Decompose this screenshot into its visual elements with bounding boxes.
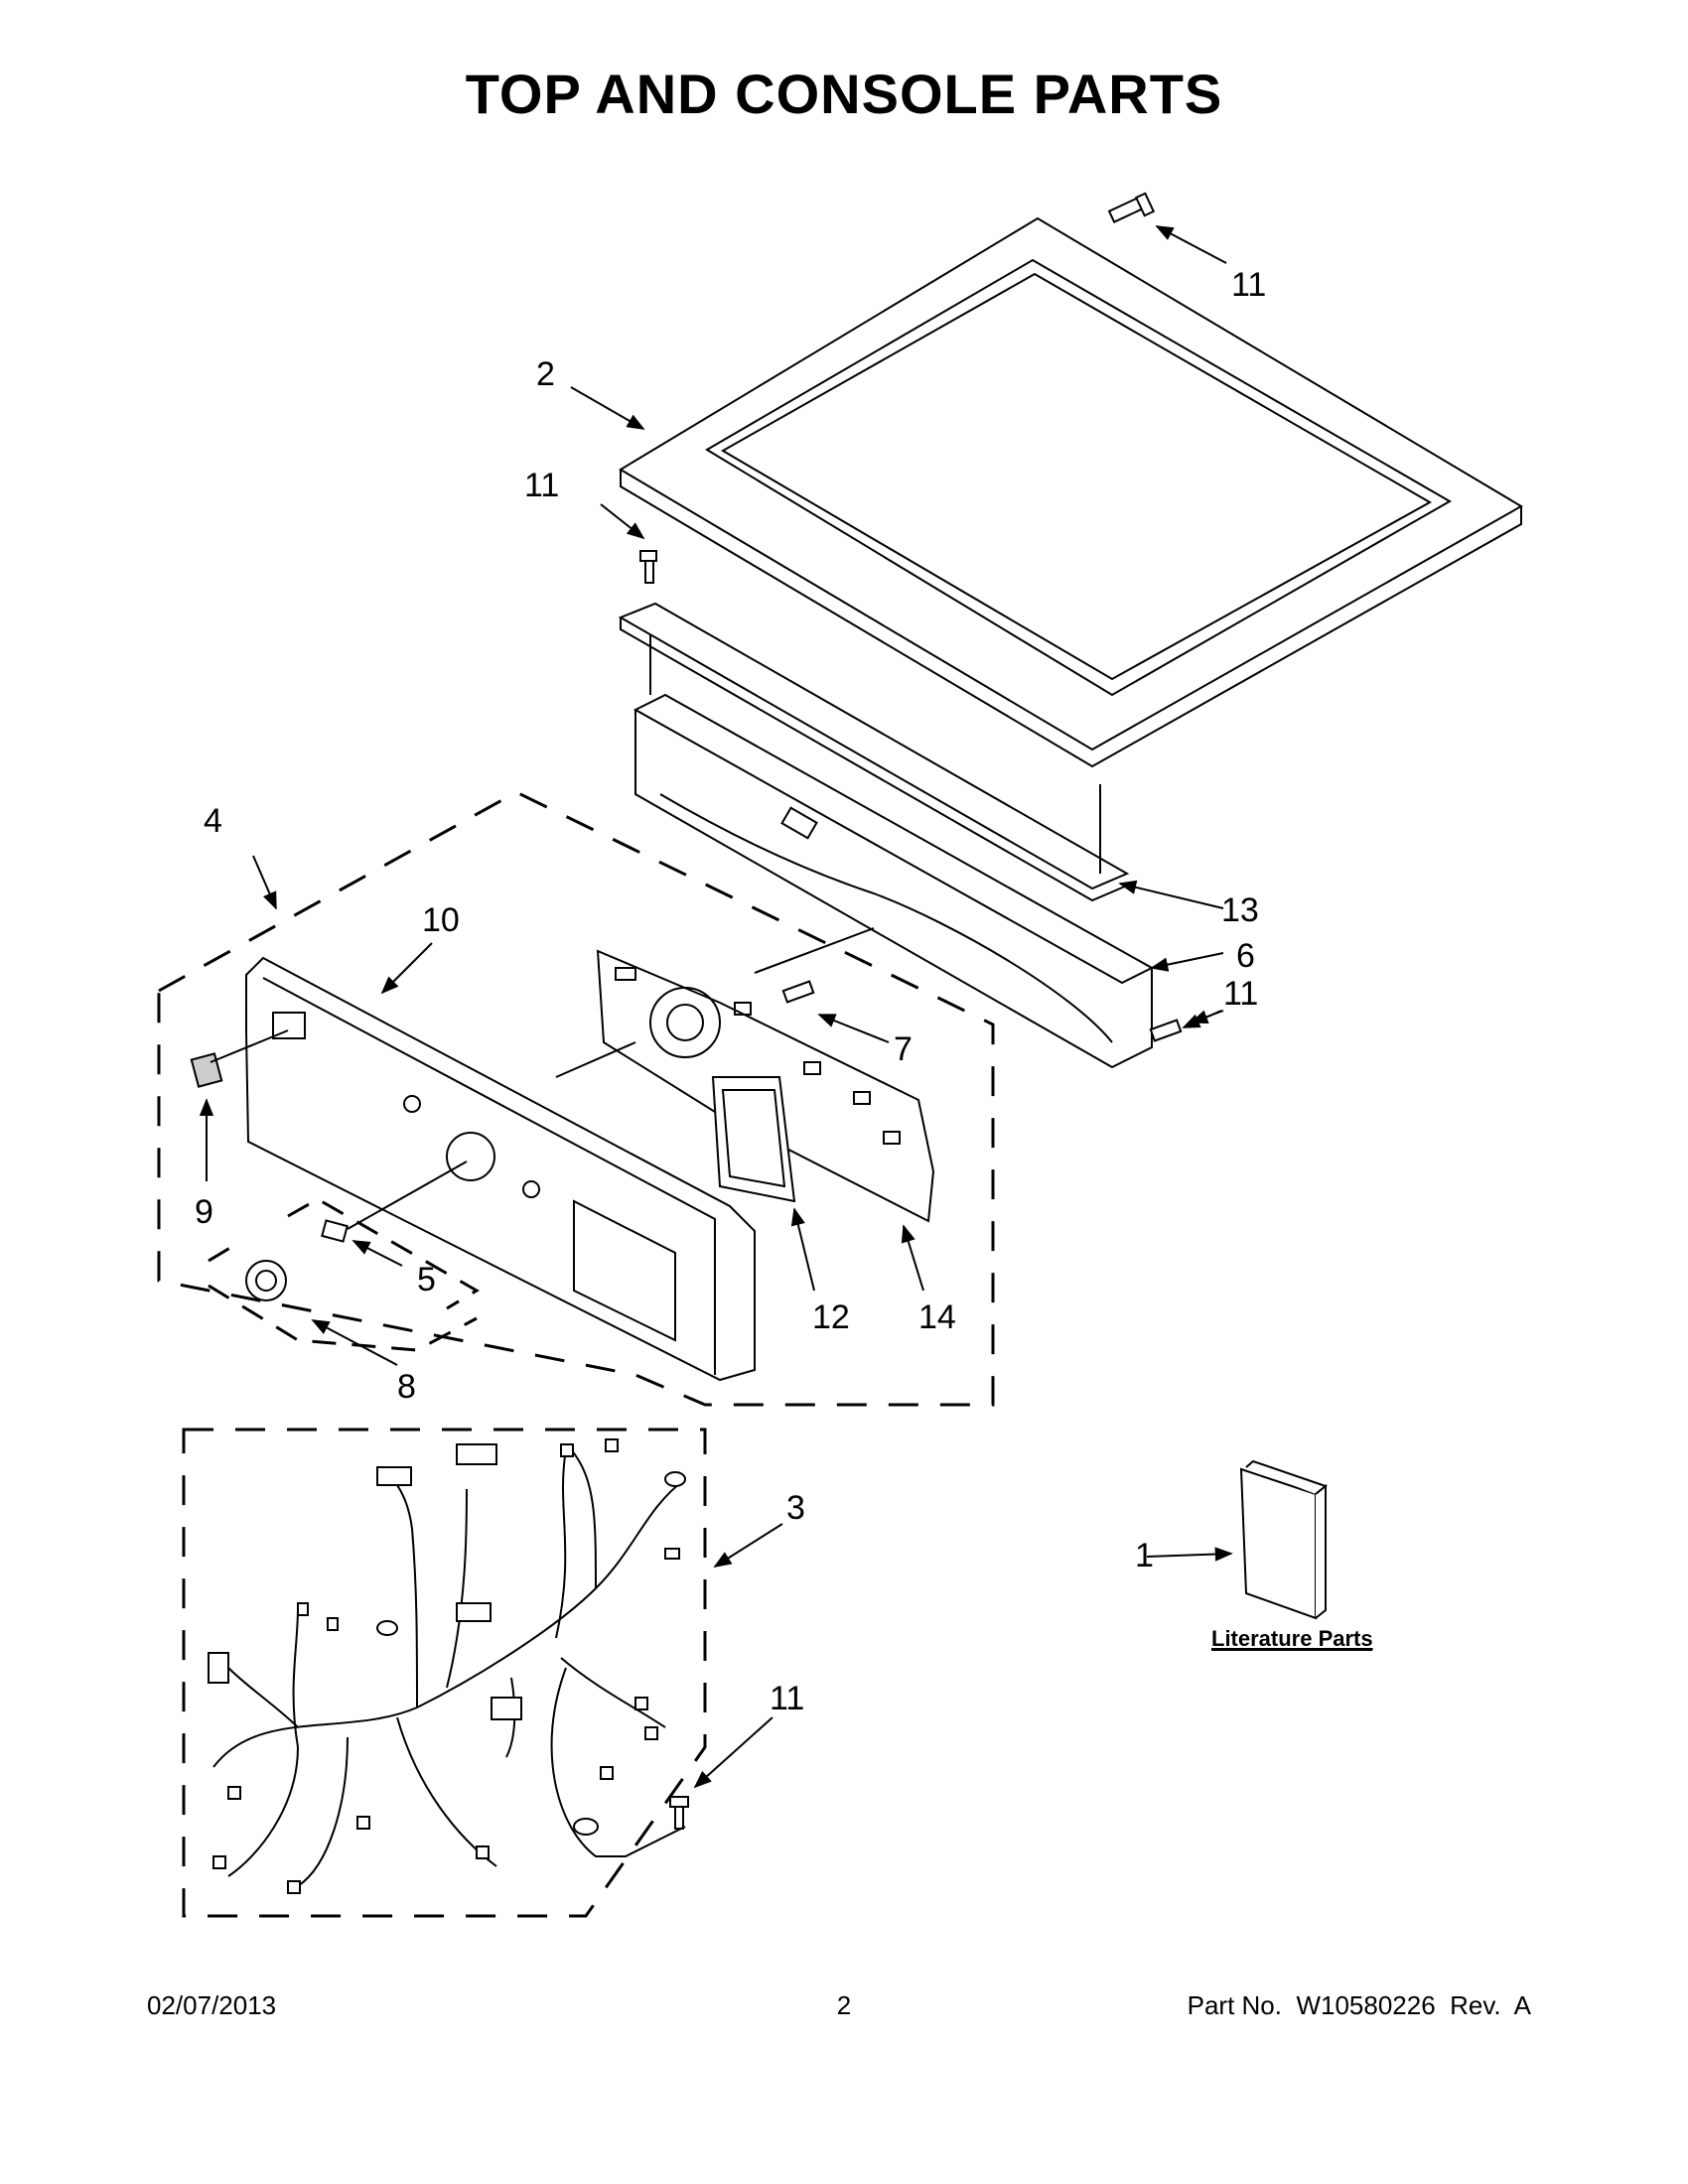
callout-8: 8 [397,1368,416,1406]
footer-part-number: Part No. W10580226 Rev. A [1187,1990,1531,2020]
screw-icon-left [639,550,657,584]
knob-button-boundaries [208,1197,480,1352]
display-module [711,1076,796,1203]
screw-icon-console [781,980,1183,1042]
callout-labels: 11 2 11 4 10 13 6 11 7 9 5 12 14 8 3 1 1… [195,266,1266,1717]
callout-12: 12 [812,1298,850,1336]
front-bracket [618,602,1130,902]
callout-11-right: 11 [1223,975,1258,1013]
callout-3: 3 [786,1489,805,1527]
screw-icon-top [1107,192,1156,223]
callout-11-top: 11 [1231,266,1266,304]
console-panel [245,956,756,1382]
callout-9: 9 [195,1193,213,1231]
harness-connectors [208,1438,686,1894]
literature-booklet [1239,1459,1329,1620]
lens-leader-line [210,1029,289,1063]
literature-parts-label: Literature Parts [1211,1626,1373,1651]
callout-7: 7 [894,1030,913,1068]
button-leader-line [347,1160,468,1230]
push-button [321,1219,349,1243]
callout-11-left: 11 [524,467,559,504]
top-panel [619,216,1523,768]
board-leader-line [555,1041,636,1078]
page-title: TOP AND CONSOLE PARTS [465,63,1223,125]
callout-2: 2 [536,355,555,393]
screw-icon-harness [669,1796,689,1830]
callout-13: 13 [1221,891,1259,929]
knob [245,1260,287,1301]
callout-10: 10 [422,901,460,939]
callout-6: 6 [1236,937,1255,975]
callout-14: 14 [918,1298,956,1336]
callout-arrows [199,225,1233,1789]
indicator-lens [190,1052,223,1088]
callout-11-harness: 11 [770,1680,804,1717]
board-frame-leader-line [754,927,875,974]
wire-harness [212,1448,686,1887]
callout-5: 5 [417,1261,436,1298]
footer-page-number: 2 [836,1990,852,2020]
wire-harness-boundary [182,1428,707,1918]
callout-4: 4 [204,802,222,840]
callout-1: 1 [1135,1537,1154,1574]
footer-date: 02/07/2013 [147,1990,277,2020]
console-assembly-boundary [157,790,995,1407]
